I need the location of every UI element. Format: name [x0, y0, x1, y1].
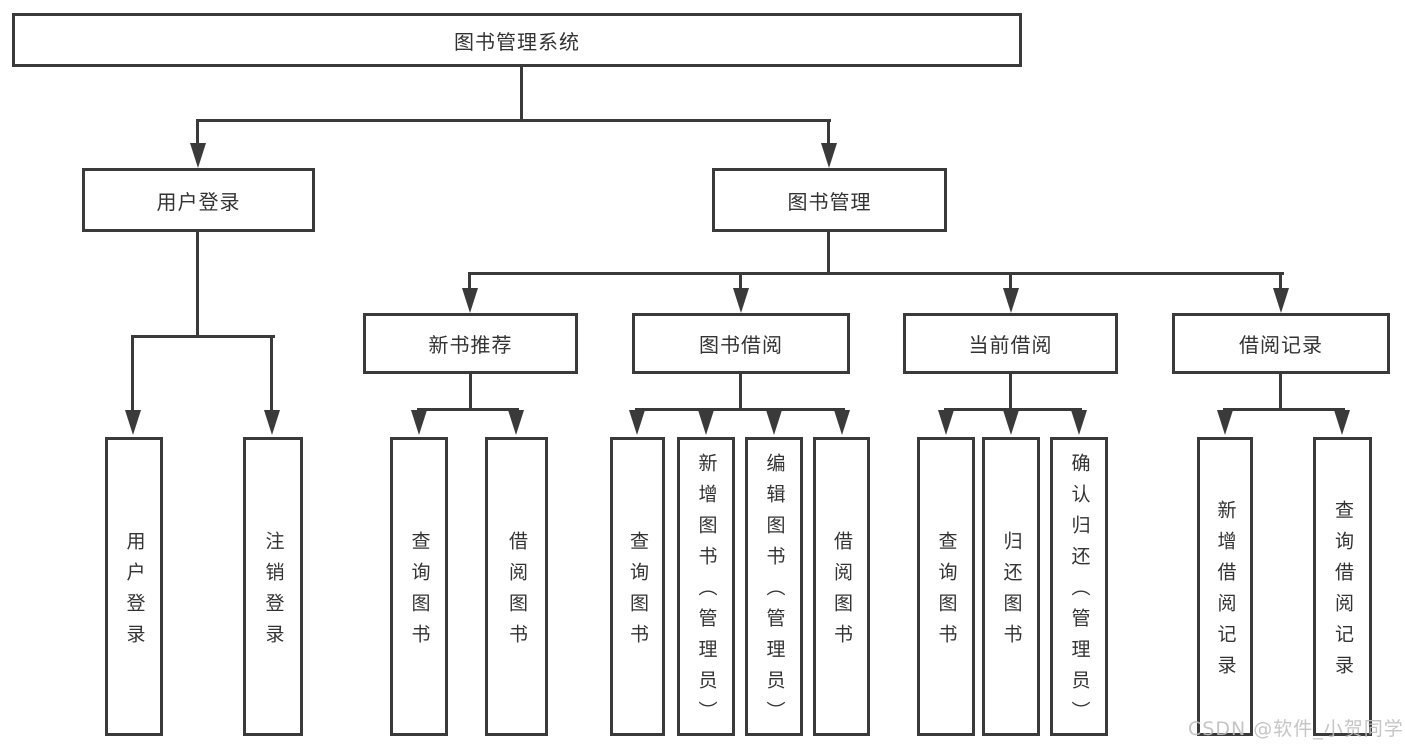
arrowhead-down-icon [1071, 410, 1087, 435]
connector-vline [520, 67, 523, 121]
leaf-query-borrow-record: 查询借阅记录 [1313, 437, 1372, 736]
leaf-add-book-admin: 新增图书（管理员） [677, 437, 735, 736]
arrowhead-down-icon [1003, 288, 1019, 313]
connector-hline [197, 119, 831, 122]
node-label: 新增借阅记录 [1214, 499, 1237, 686]
node-user-login: 用户登录 [82, 168, 315, 232]
node-label: 确认归还（管理员） [1068, 453, 1091, 732]
connector-vline [1279, 272, 1282, 292]
connector-vline [739, 374, 742, 411]
arrowhead-down-icon [1217, 410, 1233, 435]
connector-hline [944, 408, 1082, 411]
arrowhead-down-icon [629, 410, 645, 435]
arrowhead-down-icon [766, 410, 782, 435]
leaf-edit-book-admin: 编辑图书（管理员） [745, 437, 803, 736]
connector-vline [1009, 374, 1012, 411]
node-label: 查询图书 [627, 530, 649, 655]
arrowhead-down-icon [411, 410, 427, 435]
leaf-query-books-borrowing: 查询图书 [610, 437, 665, 736]
node-label: 查询图书 [408, 530, 431, 655]
node-book-borrowing: 图书借阅 [632, 313, 850, 374]
arrowhead-down-icon [264, 410, 280, 435]
leaf-query-books-current: 查询图书 [917, 437, 975, 736]
connector-hline [417, 408, 519, 411]
arrowhead-down-icon [462, 288, 478, 313]
leaf-add-borrow-record: 新增借阅记录 [1197, 437, 1253, 736]
arrowhead-down-icon [190, 143, 206, 168]
connector-hline [468, 272, 1284, 275]
arrowhead-down-icon [1003, 410, 1019, 435]
node-label: 归还图书 [1000, 530, 1023, 655]
node-label: 查询图书 [935, 530, 958, 655]
connector-hline [635, 408, 845, 411]
arrowhead-down-icon [938, 410, 954, 435]
connector-vline [1279, 374, 1282, 411]
node-book-management: 图书管理 [712, 168, 947, 232]
arrowhead-down-icon [834, 410, 850, 435]
node-label: 用户登录 [156, 189, 241, 214]
node-label: 用户登录 [123, 530, 146, 655]
leaf-borrow-books-recommend: 借阅图书 [485, 437, 548, 736]
arrowhead-down-icon [125, 410, 141, 435]
node-borrowing-records: 借阅记录 [1172, 313, 1390, 374]
leaf-confirm-return-admin: 确认归还（管理员） [1050, 437, 1108, 736]
connector-vline [131, 335, 134, 415]
arrowhead-down-icon [1273, 288, 1289, 313]
connector-vline [827, 119, 830, 149]
node-new-book-recommend: 新书推荐 [363, 313, 578, 374]
connector-vline [1009, 272, 1012, 292]
connector-vline [827, 232, 830, 275]
connector-hline [1223, 408, 1345, 411]
leaf-query-books-recommend: 查询图书 [390, 437, 448, 736]
node-label: 图书管理 [787, 189, 872, 214]
connector-hline [131, 335, 275, 338]
node-label: 借阅图书 [506, 530, 528, 655]
node-root-library-system: 图书管理系统 [12, 13, 1022, 67]
leaf-logout: 注销登录 [243, 437, 303, 736]
node-label: 注销登录 [262, 530, 285, 655]
arrowhead-down-icon [508, 410, 524, 435]
arrowhead-down-icon [698, 410, 714, 435]
node-label: 图书管理系统 [454, 29, 580, 54]
connector-vline [196, 232, 199, 338]
node-label: 借阅记录 [1239, 333, 1323, 357]
connector-vline [468, 272, 471, 292]
connector-vline [739, 272, 742, 292]
node-label: 编辑图书（管理员） [763, 453, 786, 732]
node-label: 新增图书（管理员） [695, 453, 718, 732]
leaf-borrow-books: 借阅图书 [813, 437, 870, 736]
arrowhead-down-icon [1334, 410, 1350, 435]
node-label: 图书借阅 [699, 333, 783, 357]
node-current-borrowing: 当前借阅 [903, 313, 1118, 374]
arrowhead-down-icon [733, 288, 749, 313]
node-label: 当前借阅 [968, 333, 1053, 357]
csdn-watermark: CSDN @软件_小贺同学 [1188, 718, 1404, 740]
node-label: 查询借阅记录 [1332, 499, 1354, 686]
leaf-return-books: 归还图书 [982, 437, 1040, 736]
connector-vline [196, 119, 199, 149]
node-label: 借阅图书 [831, 530, 853, 655]
connector-vline [270, 335, 273, 415]
leaf-user-login: 用户登录 [105, 437, 163, 736]
connector-vline [469, 374, 472, 411]
arrowhead-down-icon [821, 143, 837, 168]
node-label: 新书推荐 [428, 333, 513, 357]
